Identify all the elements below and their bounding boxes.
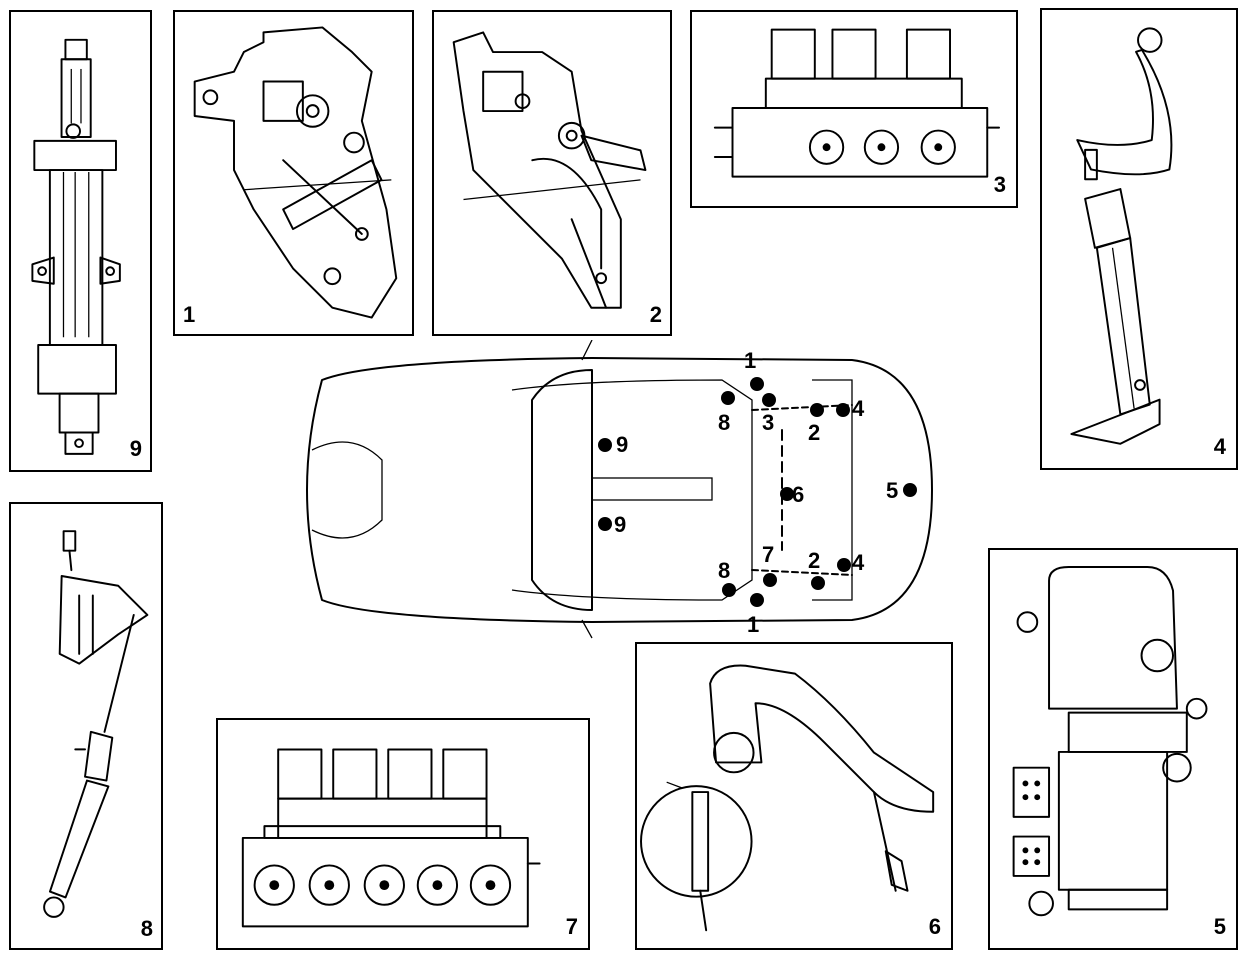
marker-label: 2 — [808, 420, 820, 445]
marker-label: 1 — [744, 348, 756, 373]
panel-number: 2 — [649, 302, 662, 327]
panel-strut-8: 8 — [9, 502, 163, 950]
marker-label: 5 — [886, 478, 898, 503]
strut-illustration — [43, 530, 149, 918]
marker-label: 8 — [718, 558, 730, 583]
panel-hinge-arm-4: 4 — [1040, 8, 1238, 470]
car-top-view: 1 8 3 2 4 9 6 5 9 7 8 2 4 1 — [306, 340, 933, 639]
panel-roll-bar-6: 6 — [635, 642, 953, 950]
roll-bar-illustration — [640, 664, 935, 932]
panel-relay-block-3: 3 — [690, 10, 1018, 208]
hinge-arm-illustration — [1070, 27, 1173, 445]
relay-block-illustration — [713, 28, 1000, 178]
panel-number: 7 — [565, 914, 578, 939]
windshield-frame — [531, 369, 593, 611]
panel-number: 3 — [993, 172, 1006, 197]
marker-label: 4 — [852, 550, 865, 575]
seat-mechanism-illustration — [193, 26, 398, 319]
panel-number: 6 — [928, 914, 941, 939]
relay-block-illustration — [241, 748, 541, 928]
marker-label: 8 — [718, 410, 730, 435]
pump-motor-illustration — [1012, 565, 1208, 917]
marker-label: 9 — [616, 432, 628, 457]
console — [591, 477, 713, 501]
marker-label: 3 — [762, 410, 774, 435]
panel-seat-mechanism-1: 1 — [173, 10, 414, 336]
panel-steering-column: 9 — [9, 10, 152, 472]
marker-label: 2 — [808, 548, 820, 573]
marker-label: 9 — [614, 512, 626, 537]
marker-label: 6 — [792, 482, 804, 507]
panel-number: 1 — [183, 302, 196, 327]
panel-relay-block-7: 7 — [216, 718, 590, 950]
panel-pump-motor-5: 5 — [988, 548, 1238, 950]
marker-label: 1 — [747, 612, 759, 637]
seat-mechanism-illustration — [452, 31, 647, 309]
panel-number: 8 — [140, 916, 153, 941]
steering-column-illustration — [31, 38, 121, 455]
panel-number: 9 — [129, 436, 142, 461]
marker-label: 4 — [852, 396, 865, 421]
marker-label: 7 — [762, 542, 774, 567]
panel-number: 5 — [1213, 914, 1226, 939]
panel-number: 4 — [1213, 434, 1226, 459]
panel-seat-mechanism-2: 2 — [432, 10, 672, 336]
car-body-outline — [306, 357, 933, 623]
